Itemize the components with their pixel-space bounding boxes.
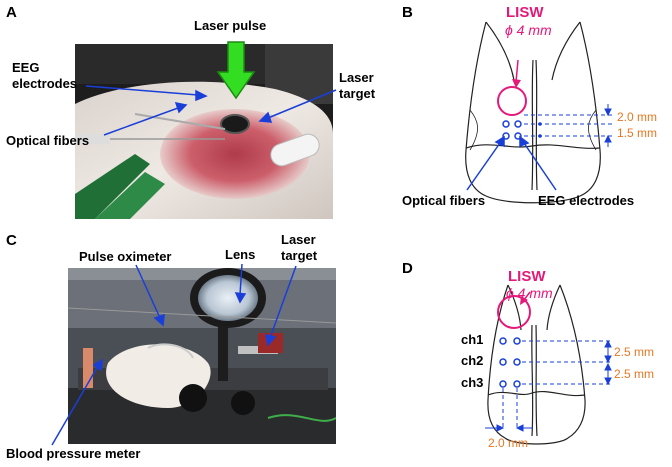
ch3-label: ch3 bbox=[461, 375, 484, 390]
laser-pulse-label: Laser pulse bbox=[194, 18, 267, 33]
eeg-electrodes-label-a-2: electrodes bbox=[12, 76, 78, 91]
panel-b-letter: B bbox=[402, 4, 413, 21]
laser-target-label-c-2: target bbox=[281, 248, 318, 263]
lisw-label-d: LISW bbox=[508, 268, 546, 285]
optical-fibers-label-a: Optical fibers bbox=[6, 133, 90, 148]
dim-bottom-b: 1.5 mm bbox=[617, 126, 657, 140]
blood-pressure-meter-label: Blood pressure meter bbox=[6, 446, 141, 461]
dim-1-d: 2.5 mm bbox=[614, 345, 654, 359]
dim-2-d: 2.5 mm bbox=[614, 367, 654, 381]
lens-label: Lens bbox=[225, 247, 256, 262]
eeg-electrodes-label-b: EEG electrodes bbox=[538, 193, 635, 208]
pulse-oximeter-label: Pulse oximeter bbox=[79, 249, 172, 264]
lisw-label-b: LISW bbox=[506, 4, 544, 21]
laser-target-label-c-1: Laser bbox=[281, 232, 316, 247]
eeg-electrodes-label-a-1: EEG bbox=[12, 60, 40, 75]
diameter-label-b: ϕ 4 mm bbox=[505, 22, 552, 38]
laser-target-label-a-2: target bbox=[339, 86, 376, 101]
ch1-label: ch1 bbox=[461, 332, 484, 347]
diameter-label-d: ϕ 4 mm bbox=[506, 285, 553, 301]
laser-target-label-a-1: Laser bbox=[339, 70, 374, 85]
optical-fibers-label-b: Optical fibers bbox=[402, 193, 486, 208]
ch2-label: ch2 bbox=[461, 353, 484, 368]
dim-horizontal-d: 2.0 mm bbox=[488, 436, 528, 450]
panel-d-letter: D bbox=[402, 260, 413, 277]
panel-c-photo bbox=[68, 268, 336, 444]
dim-top-b: 2.0 mm bbox=[617, 110, 657, 124]
panel-a-letter: A bbox=[6, 4, 17, 21]
panel-c-letter: C bbox=[6, 232, 17, 249]
